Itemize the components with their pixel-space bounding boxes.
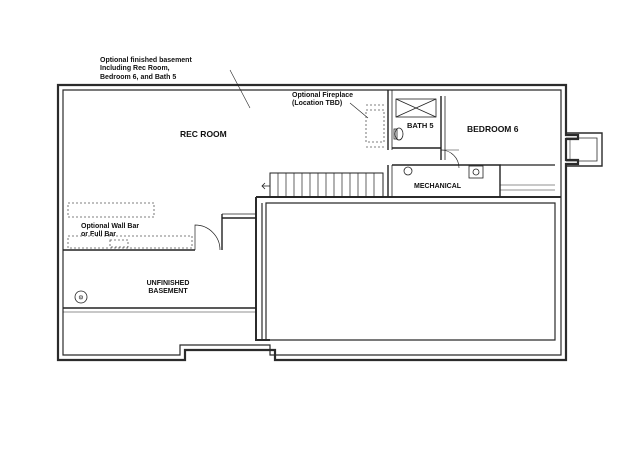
mechanical-fixtures <box>403 165 484 179</box>
note-wetbar-line-1: Optional Wall Bar <box>81 223 140 230</box>
optional-wet-bar <box>67 202 193 249</box>
note-fireplace: Optional Fireplace (Location TBD) <box>292 92 353 109</box>
room-label-mechanical: MECHANICAL <box>414 183 462 190</box>
window-well <box>566 132 603 167</box>
bath-fixtures <box>393 98 460 169</box>
unexcavated-area <box>255 196 561 341</box>
note-fireplace-line-2: (Location TBD) <box>292 100 343 108</box>
room-label-bath: BATH 5 <box>407 121 434 130</box>
unfinished-line-1: UNFINISHED <box>146 280 190 287</box>
note-finished-line-1: Optional finished basement <box>100 57 192 64</box>
note-fireplace-line-1: Optional Fireplace <box>292 92 354 99</box>
optional-fireplace <box>365 104 385 148</box>
svg-text:⚙: ⚙ <box>78 295 83 302</box>
room-label-unfinished: UNFINISHED BASEMENT <box>138 280 198 296</box>
note-finished-line-2: Including Rec Room, <box>100 65 170 73</box>
interior-walls <box>63 90 555 313</box>
floor-drain-icon: ⚙ <box>74 290 88 304</box>
exterior-wall <box>56 83 580 362</box>
note-wetbar-line-2: or Full Bar <box>81 231 117 239</box>
note-leaders <box>229 69 369 119</box>
room-label-bedroom: BEDROOM 6 <box>467 124 519 134</box>
note-finished-line-3: Bedroom 6, and Bath 5 <box>100 73 177 81</box>
room-label-rec-room: REC ROOM <box>180 129 227 139</box>
note-finished-basement: Optional finished basement Including Rec… <box>100 57 192 82</box>
stairs <box>261 172 384 198</box>
note-wet-bar: Optional Wall Bar or Full Bar <box>81 223 139 240</box>
unfinished-line-2: BASEMENT <box>148 288 188 296</box>
